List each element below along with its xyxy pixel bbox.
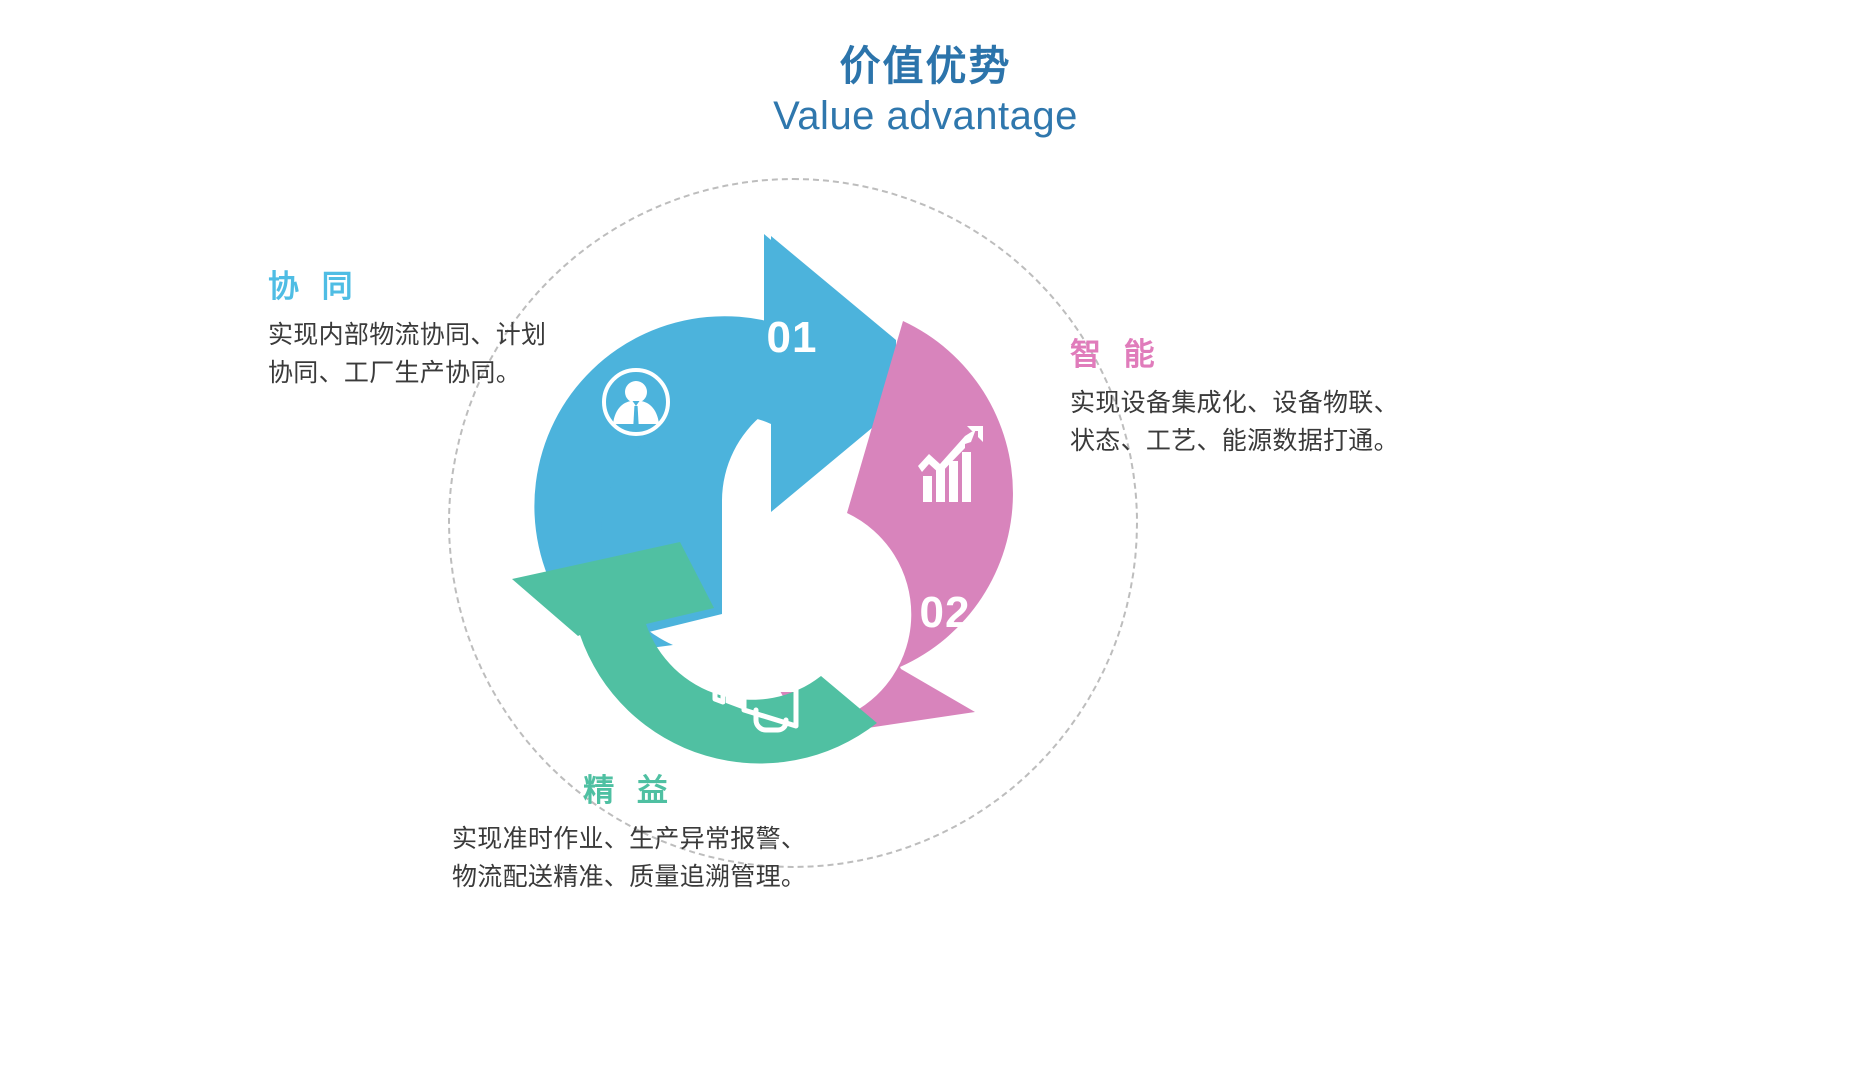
callout-collaboration-line-1: 实现内部物流协同、计划 <box>268 320 547 349</box>
callout-intelligence: 智 能 实现设备集成化、设备物联、 状态、工艺、能源数据打通。 <box>1070 336 1399 460</box>
segment-intelligence[interactable]: 02 <box>770 321 1013 737</box>
callout-collaboration-line-2: 协同、工厂生产协同。 <box>268 358 522 387</box>
segment-collaboration[interactable]: 01 <box>508 212 896 654</box>
callout-collaboration: 协 同 实现内部物流协同、计划 协同、工厂生产协同。 <box>268 268 546 392</box>
cycle-diagram: 01 02 <box>508 212 1078 832</box>
segment-collaboration-number: 01 <box>767 313 818 362</box>
megaphone-icon <box>712 651 799 733</box>
segment-lean-body <box>512 542 877 764</box>
title-chinese: 价值优势 <box>839 43 1012 89</box>
page-title: 价值优势 Value advantage <box>0 43 1851 140</box>
segment-lean[interactable] <box>512 542 877 764</box>
callout-lean: 精 益 实现准时作业、生产异常报警、 物流配送精准、质量追溯管理。 <box>452 772 806 896</box>
callout-lean-line-1: 实现准时作业、生产异常报警、 <box>452 824 807 853</box>
callout-lean-line-2: 物流配送精准、质量追溯管理。 <box>452 862 807 891</box>
segment-collaboration-body <box>534 236 896 654</box>
dashed-guide-circle <box>448 178 1138 868</box>
business-person-icon <box>602 368 670 436</box>
callout-intelligence-heading: 智 能 <box>1070 337 1162 372</box>
segment-intelligence-body <box>770 321 1013 737</box>
growth-bar-chart-icon <box>918 426 983 502</box>
callout-collaboration-heading: 协 同 <box>268 269 360 304</box>
title-english: Value advantage <box>773 93 1078 138</box>
segment-intelligence-number: 02 <box>920 588 971 637</box>
callout-intelligence-line-2: 状态、工艺、能源数据打通。 <box>1070 426 1399 455</box>
callout-intelligence-line-1: 实现设备集成化、设备物联、 <box>1070 388 1399 417</box>
callout-lean-heading: 精 益 <box>583 773 675 808</box>
